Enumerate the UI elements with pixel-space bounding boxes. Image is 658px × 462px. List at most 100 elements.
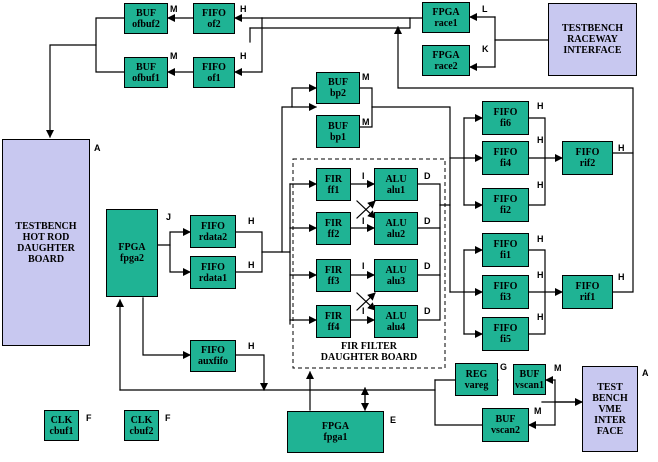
block-type: FPGA (118, 242, 146, 253)
block-type: FIR (324, 173, 343, 185)
block-id: rif2 (579, 158, 596, 169)
block-type: BUF (519, 368, 540, 380)
block-id: rdata1 (198, 272, 228, 284)
block-id: ff2 (327, 228, 340, 240)
block-id: vareg (464, 379, 489, 391)
fifo-auxfifo-block: FIFO auxfifo (190, 340, 236, 372)
port-label-l: L (482, 4, 488, 14)
block-id: fi2 (499, 205, 512, 216)
block-type: FIFO (493, 107, 518, 118)
block-type: BUF (495, 414, 516, 425)
buf-ofbuf2-block: BUF ofbuf2 (124, 3, 168, 34)
block-type: FIFO (575, 147, 600, 158)
fifo-fi2-block: FIFO fi2 (482, 188, 529, 222)
port-label-f: F (86, 413, 92, 423)
fpga-fpga2-block: FPGA fpga2 (106, 209, 158, 297)
block-id: fi4 (499, 158, 512, 169)
block-type: FIFO (493, 239, 518, 250)
block-id: alu2 (386, 228, 406, 240)
fifo-fi1-block: FIFO fi1 (482, 233, 529, 267)
block-id: fi3 (499, 292, 512, 303)
block-id: fpga2 (120, 253, 144, 264)
port-label-h: H (537, 135, 544, 145)
port-label-h: H (618, 272, 625, 282)
port-label-i: I (362, 261, 365, 271)
port-label-h: H (537, 234, 544, 244)
block-line: TESTBENCH (561, 23, 624, 34)
block-id: ff4 (327, 321, 340, 333)
port-label-d: D (424, 261, 431, 271)
block-type: BUF (136, 61, 156, 73)
fifo-fi5-block: FIFO fi5 (482, 317, 529, 351)
block-line: DAUGHTER (17, 242, 75, 254)
block-type: FIFO (201, 261, 225, 273)
alu-alu2-block: ALU alu2 (374, 212, 418, 245)
block-type: CLK (50, 414, 73, 426)
block-line: BENCH (592, 392, 628, 404)
block-id: rif1 (579, 292, 596, 303)
port-label-h: H (618, 143, 625, 153)
port-label-h: H (248, 216, 255, 226)
block-id: alu4 (386, 321, 406, 333)
testbench-raceway-interface-block: TESTBENCH RACEWAY INTERFACE (548, 3, 637, 76)
fir-ff1-block: FIR ff1 (316, 168, 351, 201)
port-label-d: D (424, 306, 431, 316)
block-line: INTERFACE (563, 45, 622, 56)
alu-alu3-block: ALU alu3 (374, 259, 418, 292)
fifo-rif1-block: FIFO rif1 (562, 275, 613, 309)
block-type: FIR (324, 264, 343, 276)
testbench-vme-interface-block: TEST BENCH VME INTER FACE (582, 366, 638, 452)
block-line: TESTBENCH (15, 220, 77, 232)
port-label-m: M (362, 117, 370, 127)
fifo-fi3-block: FIFO fi3 (482, 275, 529, 309)
caption-line: DAUGHTER BOARD (320, 352, 418, 363)
port-label-h: H (240, 4, 247, 14)
block-type: FIFO (493, 323, 518, 334)
block-type: ALU (385, 217, 407, 229)
port-label-m: M (554, 363, 562, 373)
block-id: vscan1 (515, 379, 544, 391)
block-id: alu3 (386, 275, 406, 287)
block-id: alu1 (386, 184, 406, 196)
block-id: race2 (434, 60, 458, 72)
block-type: BUF (328, 120, 348, 132)
block-type: FPGA (321, 421, 350, 432)
block-id: auxfifo (198, 356, 228, 367)
block-type: FIFO (493, 281, 518, 292)
block-type: REG (465, 368, 488, 380)
port-label-k: K (482, 44, 489, 54)
block-type: FIFO (202, 7, 226, 19)
block-id: ff1 (327, 184, 340, 196)
port-label-h: H (537, 101, 544, 111)
fifo-rdata2-block: FIFO rdata2 (190, 215, 236, 248)
buf-bp2-block: BUF bp2 (316, 72, 360, 104)
block-type: FIFO (201, 345, 225, 356)
block-type: FIFO (493, 147, 518, 158)
block-id: ff3 (327, 275, 340, 287)
buf-bp1-block: BUF bp1 (316, 115, 360, 148)
block-id: fpga1 (323, 432, 348, 443)
alu-alu1-block: ALU alu1 (374, 168, 418, 201)
port-label-i: I (362, 216, 365, 226)
port-label-h: H (240, 51, 247, 61)
fifo-fi4-block: FIFO fi4 (482, 141, 529, 175)
port-label-a: A (94, 143, 101, 153)
block-type: ALU (385, 173, 407, 185)
port-label-h: H (248, 341, 255, 351)
port-label-d: D (424, 171, 431, 181)
fpga-race1-block: FPGA race1 (422, 2, 470, 33)
block-line: TEST (597, 381, 623, 393)
block-line: RACEWAY (567, 34, 618, 45)
block-type: FIFO (575, 281, 600, 292)
buf-vscan2-block: BUF vscan2 (482, 408, 529, 442)
block-line: FACE (596, 425, 624, 437)
block-type: FIFO (493, 194, 518, 205)
port-label-a: A (642, 368, 649, 378)
block-id: fi5 (499, 334, 512, 345)
block-line: INTER (594, 414, 626, 426)
block-line: VME (598, 403, 622, 415)
fifo-fi6-block: FIFO fi6 (482, 101, 529, 135)
block-type: FIFO (202, 61, 226, 73)
port-label-h: H (248, 260, 255, 270)
